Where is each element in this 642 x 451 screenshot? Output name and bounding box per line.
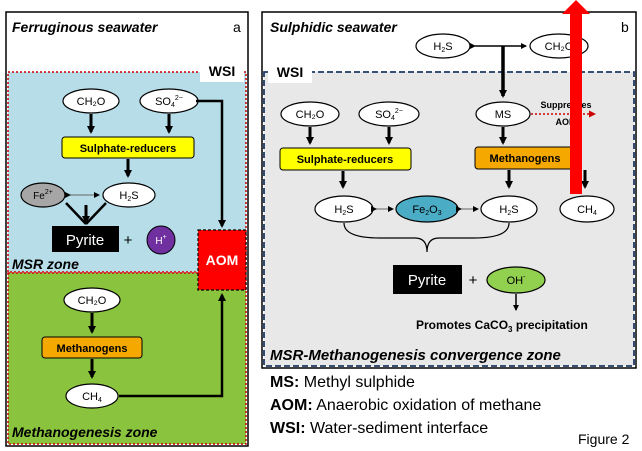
- ch2o-oval-methano-a: [63, 287, 121, 313]
- ch2o-label-a: CH₂O: [77, 96, 106, 108]
- aom-box-a: [197, 229, 247, 291]
- so4-label-a: SO42−: [155, 95, 183, 109]
- ch2o-label-b: CH₂O: [296, 109, 325, 121]
- arrow-ch4-to-aom-a: [119, 293, 226, 398]
- suppresses-label-b: Suppresses: [540, 100, 591, 110]
- panel-a-letter: a: [233, 19, 241, 35]
- so4-label-b: SO42−: [375, 108, 403, 122]
- panel-b-title: Sulphidic seawater: [270, 19, 398, 35]
- oh-label-b: OH-: [507, 274, 527, 287]
- red-arrow-shaft-b: [570, 14, 582, 194]
- oh-oval-b: [486, 266, 546, 294]
- ms-oval-b: [475, 101, 531, 127]
- convergence-zone-label-b: MSR-Methanogenesis convergence zone: [270, 347, 561, 364]
- h2s-top-oval-b: [415, 33, 471, 59]
- pyrite-box-b: [393, 265, 462, 294]
- figure-label: Figure 2: [578, 431, 630, 447]
- wsi-bg-b: [268, 61, 312, 83]
- plus-a: +: [124, 232, 133, 249]
- ch2o-oval-a: [62, 88, 120, 114]
- hplus-circle-a: [146, 225, 176, 255]
- h2s-left-oval-b: [314, 195, 374, 223]
- sulphate-reducers-label-b: Sulphate-reducers: [297, 154, 394, 166]
- h2s-left-label-b: H2S: [334, 204, 353, 217]
- h2s-label-a: H2S: [119, 190, 138, 203]
- ch4-oval-b: [559, 195, 615, 223]
- legend-aom: AOM: Anaerobic oxidation of methane: [270, 397, 542, 414]
- legend-wsi: WSI: Water-sediment interface: [270, 420, 489, 437]
- fe2-label-a: Fe2+: [33, 189, 53, 202]
- fe2o3-label-b: Fe2O3: [412, 204, 441, 217]
- bracket-to-pyrite-b: [343, 222, 510, 253]
- ms-label-b: MS: [495, 109, 512, 121]
- ch2o-label-methano-a: CH₂O: [78, 295, 107, 307]
- methanogens-label-b: Methanogens: [490, 153, 561, 165]
- red-arrow-head-b: [562, 0, 590, 14]
- pyrite-label-b: Pyrite: [408, 272, 446, 289]
- aom-label-a: AOM: [206, 252, 239, 268]
- h2s-right-label-b: H2S: [499, 204, 518, 217]
- promotes-label-b: Promotes CaCO3 precipitation: [416, 318, 588, 334]
- aom-small-label-b: AOM: [556, 117, 577, 127]
- legend-ms: MS: Methyl sulphide: [270, 374, 415, 391]
- hplus-label-a: H+: [155, 234, 166, 247]
- wsi-label-a: WSI: [209, 63, 235, 79]
- ch4-label-a: CH4: [82, 391, 102, 404]
- h2s-right-oval-b: [480, 195, 538, 223]
- ch2o-oval-b: [280, 101, 340, 127]
- sulphate-reducers-box-b: [279, 147, 412, 171]
- pyrite-box-a: [52, 226, 119, 252]
- panel-a-title: Ferruginous seawater: [12, 19, 159, 35]
- so4-oval-b: [358, 101, 420, 127]
- arrow-so4-to-aom-a: [196, 99, 226, 228]
- wsi-label-b: WSI: [277, 64, 303, 80]
- plus-b: +: [469, 272, 478, 289]
- sulphate-reducers-box-a: [61, 136, 195, 159]
- msr-zone-label-a: MSR zone: [12, 256, 79, 272]
- wsi-bg-a: [200, 60, 244, 82]
- methanogens-label-a: Methanogens: [57, 343, 128, 355]
- ch2o-top-label-b: CH₂O: [545, 41, 574, 53]
- h2s-oval-a: [102, 182, 156, 208]
- methanogens-box-a: [41, 336, 143, 359]
- ch4-label-b: CH4: [577, 204, 597, 217]
- sulphate-reducers-label-a: Sulphate-reducers: [80, 143, 177, 155]
- pyrite-label-a: Pyrite: [66, 232, 104, 249]
- methano-zone-label-a: Methanogenesis zone: [12, 424, 158, 440]
- fe2o3-oval-b: [395, 195, 459, 223]
- h2s-top-label-b: H2S: [433, 41, 452, 54]
- panel-b-letter: b: [621, 19, 629, 35]
- ch4-oval-a: [65, 383, 119, 409]
